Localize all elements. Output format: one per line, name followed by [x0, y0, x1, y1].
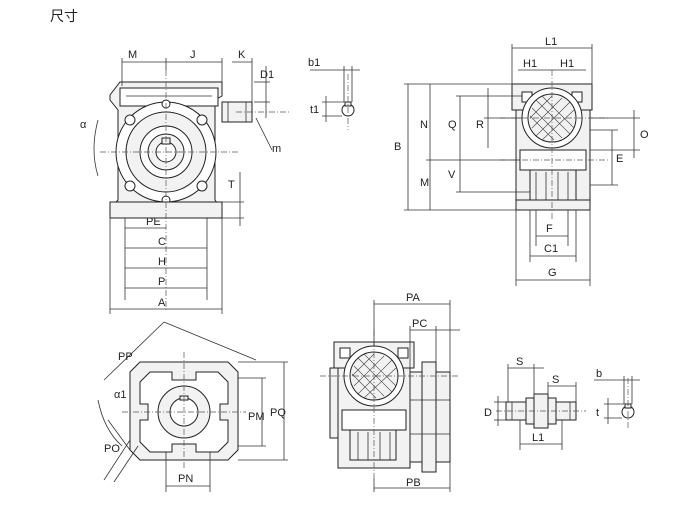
label-PO: PO: [104, 443, 120, 455]
label-t: t: [596, 407, 599, 419]
side-view: [500, 70, 610, 220]
label-S1: S: [516, 356, 523, 368]
label-H: H: [158, 256, 166, 268]
label-F: F: [546, 223, 553, 235]
label-A: A: [158, 297, 166, 309]
label-N: N: [420, 119, 428, 131]
label-b1: b1: [308, 57, 320, 69]
label-b: b: [596, 368, 602, 380]
label-M2: M: [420, 177, 429, 189]
label-Q: Q: [448, 119, 457, 131]
label-K: K: [238, 49, 246, 61]
flange-view-dimensions: PP α1 PM PQ PO PN: [97, 321, 288, 492]
flange-view: [103, 352, 246, 483]
flange-side-view-dimensions: PA PC PB: [373, 292, 460, 492]
label-L1b: L1: [532, 432, 544, 444]
label-R: R: [476, 119, 484, 131]
label-M: M: [128, 49, 137, 61]
label-PC: PC: [412, 318, 427, 330]
label-m: m: [272, 143, 281, 155]
shaft-key-detail: b1 t1: [308, 57, 360, 130]
label-P: P: [158, 276, 165, 288]
label-PM: PM: [248, 411, 265, 423]
flange-side-view: [320, 330, 460, 478]
side-view-dimensions: L1 H1 H1 B N M Q R V O E F: [394, 36, 649, 286]
label-E: E: [616, 153, 623, 165]
label-PP: PP: [118, 351, 133, 363]
double-shaft-detail: [496, 393, 586, 429]
label-PA: PA: [406, 292, 421, 304]
page-title: 尺寸: [50, 8, 78, 24]
label-PB: PB: [406, 477, 421, 489]
label-B: B: [394, 141, 401, 153]
label-O: O: [640, 129, 649, 141]
front-view: [100, 70, 290, 310]
label-L1: L1: [545, 36, 557, 48]
label-D: D: [484, 407, 492, 419]
label-D1: D1: [260, 69, 274, 81]
label-S2: S: [552, 374, 559, 386]
label-C1: C1: [544, 243, 558, 255]
front-view-dimensions: M J K D1 α m T PE C H P A: [80, 49, 281, 314]
label-t1: t1: [310, 104, 319, 116]
label-T: T: [228, 179, 235, 191]
label-H1a: H1: [523, 58, 537, 70]
label-PE: PE: [146, 216, 161, 228]
label-PN: PN: [178, 473, 193, 485]
label-G: G: [548, 267, 557, 279]
label-C: C: [158, 236, 166, 248]
label-alpha: α: [80, 119, 87, 131]
label-H1b: H1: [560, 58, 574, 70]
label-J: J: [190, 49, 196, 61]
label-PQ: PQ: [270, 407, 286, 419]
label-V: V: [448, 169, 456, 181]
label-alpha1: α1: [114, 389, 126, 401]
double-shaft-dimensions: S S D L1 b t: [484, 356, 640, 450]
